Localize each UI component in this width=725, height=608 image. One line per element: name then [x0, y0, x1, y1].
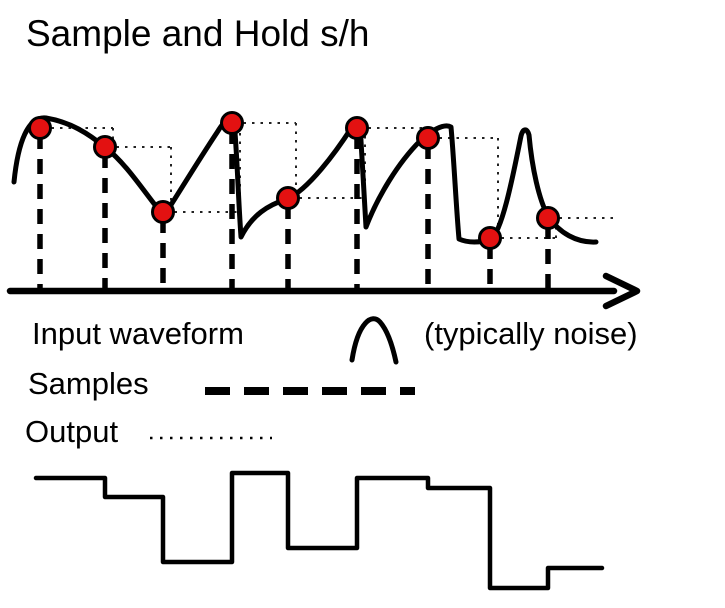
legend-output-label: Output [25, 414, 119, 449]
sample-dot [151, 200, 175, 224]
output-staircase [33, 470, 605, 591]
sample-dot [276, 186, 300, 210]
legend-input-note: (typically noise) [424, 316, 638, 351]
sample-dot [536, 206, 560, 230]
sample-dots [28, 111, 560, 250]
time-axis-arrow-icon [602, 272, 641, 310]
sample-stems [37, 129, 551, 288]
sample-dot [93, 135, 117, 159]
input-waveform-icon [349, 316, 399, 365]
legend-glyphs [150, 316, 415, 440]
sample-dot [478, 226, 502, 250]
sample-dot [416, 126, 440, 150]
sample-dot [28, 116, 52, 140]
page-title: Sample and Hold s/h [26, 13, 370, 54]
sample-dot [220, 111, 244, 135]
sample-dot [345, 116, 369, 140]
legend-input-label: Input waveform [32, 316, 244, 351]
legend-samples-label: Samples [28, 366, 149, 401]
time-axis [6, 272, 641, 310]
